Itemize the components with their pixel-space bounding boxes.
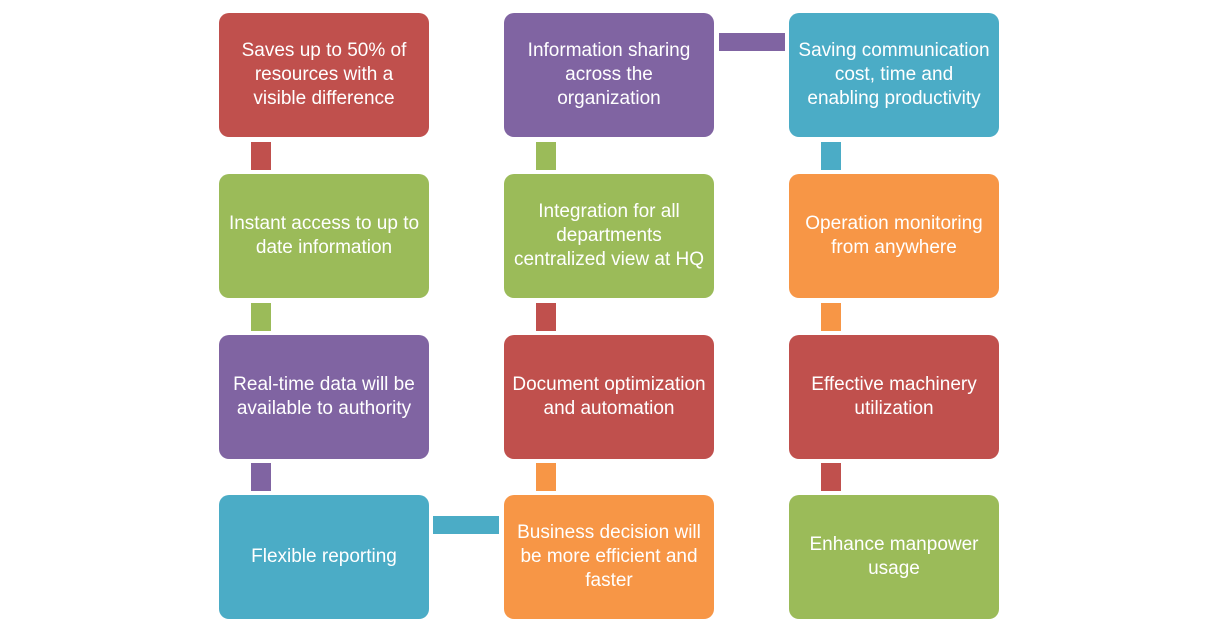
connector	[821, 142, 841, 170]
box-label: Effective machinery utilization	[811, 374, 977, 419]
box-label: Information sharing across the organizat…	[527, 40, 691, 109]
connector	[719, 33, 785, 51]
box-label: Instant access to up to date information	[228, 213, 420, 258]
box-label: Saves up to 50% of resources with a visi…	[241, 40, 407, 109]
box-manpower-usage: Enhance manpower usage	[789, 495, 999, 619]
box-instant-access: Instant access to up to date information	[219, 174, 429, 298]
box-real-time-data: Real-time data will be available to auth…	[219, 335, 429, 459]
box-information-sharing: Information sharing across the organizat…	[504, 13, 714, 137]
connector	[251, 303, 271, 331]
box-label: Operation monitoring from anywhere	[805, 213, 983, 258]
connector	[433, 516, 499, 534]
box-saves-resources: Saves up to 50% of resources with a visi…	[219, 13, 429, 137]
box-label: Business decision will be more efficient…	[517, 522, 701, 591]
connector	[536, 463, 556, 491]
box-operation-monitoring: Operation monitoring from anywhere	[789, 174, 999, 298]
connector	[821, 463, 841, 491]
connector	[536, 142, 556, 170]
box-business-decision: Business decision will be more efficient…	[504, 495, 714, 619]
box-flexible-reporting: Flexible reporting	[219, 495, 429, 619]
connector	[821, 303, 841, 331]
box-document-optimization: Document optimization and automation	[504, 335, 714, 459]
box-label: Integration for all departments centrali…	[513, 201, 705, 270]
connector	[251, 463, 271, 491]
box-label: Real-time data will be available to auth…	[233, 374, 415, 419]
box-label: Document optimization and automation	[512, 374, 706, 419]
box-label: Enhance manpower usage	[809, 534, 979, 579]
box-machinery-utilization: Effective machinery utilization	[789, 335, 999, 459]
box-integration-departments: Integration for all departments centrali…	[504, 174, 714, 298]
connector	[251, 142, 271, 170]
box-saving-communication: Saving communication cost, time and enab…	[789, 13, 999, 137]
box-label: Saving communication cost, time and enab…	[798, 40, 990, 109]
box-label: Flexible reporting	[251, 546, 397, 567]
connector	[536, 303, 556, 331]
